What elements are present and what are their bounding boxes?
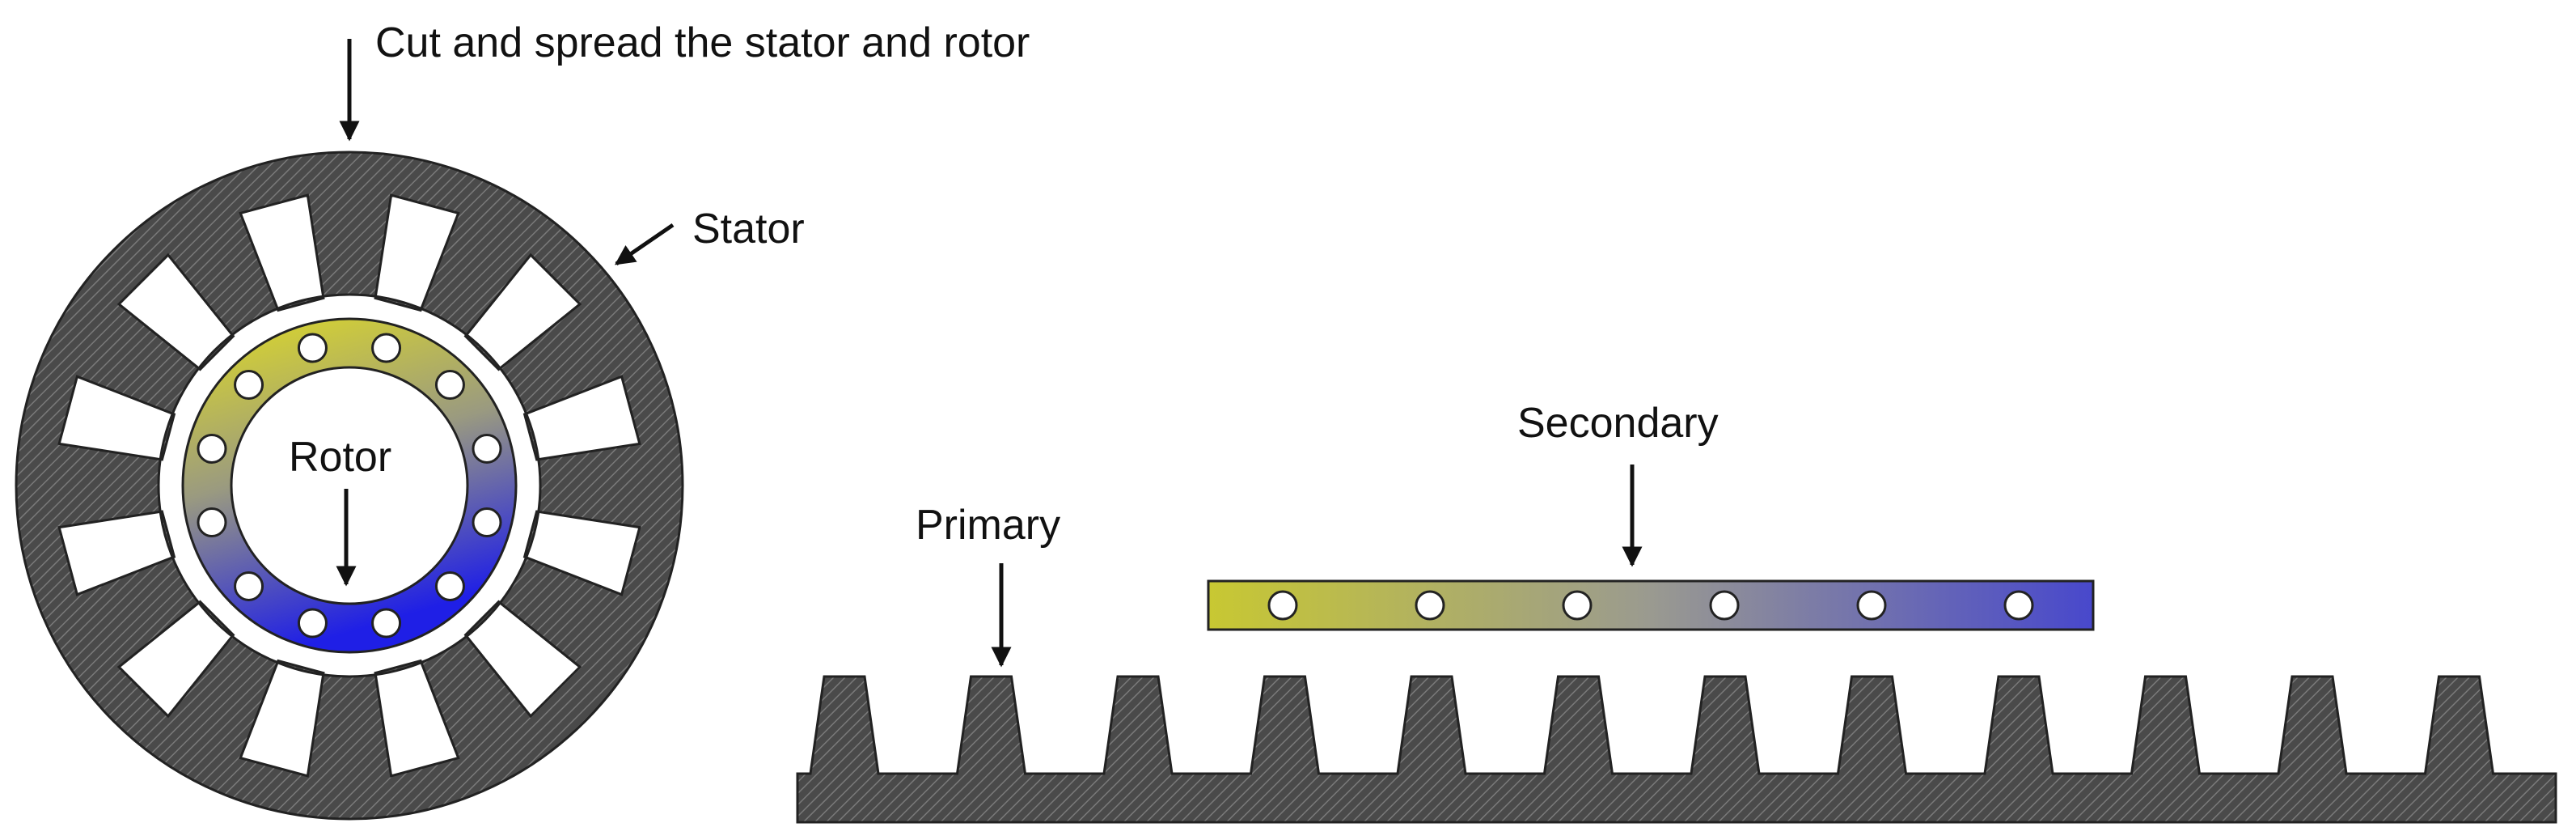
rotor-ring xyxy=(181,317,518,654)
secondary-conductor xyxy=(1267,590,1298,621)
rotor-bar xyxy=(434,571,465,601)
stator-label: Stator xyxy=(692,206,805,252)
cut-instruction-label: Cut and spread the stator and rotor xyxy=(375,19,1030,66)
secondary-conductor xyxy=(1856,590,1887,621)
rotary-motor xyxy=(15,151,684,821)
rotor-bar xyxy=(371,333,402,363)
rotor-bar xyxy=(297,333,328,363)
secondary-label: Secondary xyxy=(1517,400,1719,447)
rotor-bar xyxy=(234,370,264,401)
stator-core xyxy=(15,151,684,821)
primary-label: Primary xyxy=(916,502,1060,549)
rotor-bar xyxy=(234,571,264,601)
secondary-bar xyxy=(1207,579,2095,631)
secondary-conductor xyxy=(1562,590,1593,621)
secondary-conductor xyxy=(1709,590,1740,621)
rotor-bar xyxy=(197,507,227,538)
rotor-bar xyxy=(472,507,502,538)
rotor-label: Rotor xyxy=(289,434,391,481)
arrows xyxy=(336,39,1643,668)
primary xyxy=(796,675,2557,824)
rotor-bar xyxy=(434,370,465,401)
linear-motor xyxy=(796,579,2557,824)
rotor-bar xyxy=(472,433,502,464)
primary-core xyxy=(796,675,2557,824)
rotor-bar xyxy=(297,608,328,638)
rotor xyxy=(181,317,518,654)
labels: Cut and spread the stator and rotor Stat… xyxy=(289,19,1719,549)
secondary-conductor xyxy=(2003,590,2034,621)
secondary-conductor xyxy=(1415,590,1445,621)
secondary xyxy=(1207,579,2095,631)
stator xyxy=(15,151,684,821)
rotor-bar xyxy=(371,608,402,638)
rotor-bar xyxy=(197,433,227,464)
arrow-diagonal-icon xyxy=(614,223,675,266)
